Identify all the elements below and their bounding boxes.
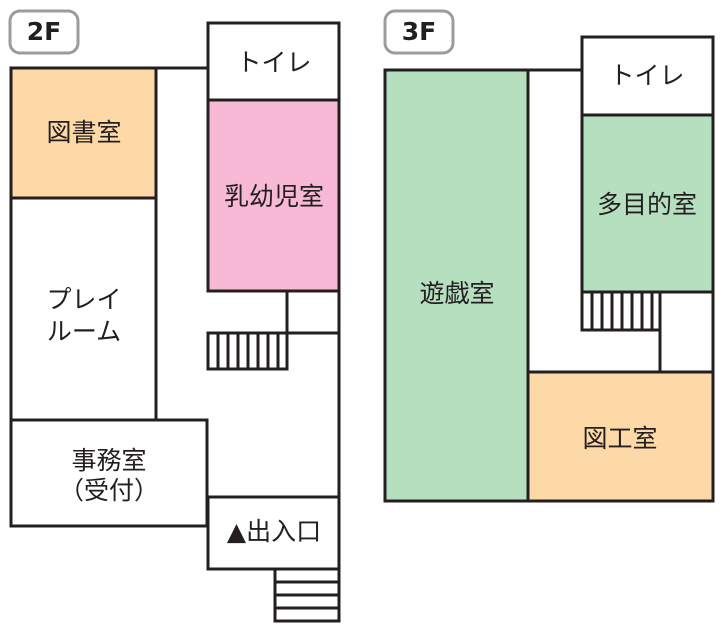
office-label-line1: 事務室 bbox=[71, 446, 146, 475]
stairs-2f-upper bbox=[206, 331, 289, 371]
outer-wall-3f bbox=[526, 68, 715, 501]
toilet-room-3f bbox=[580, 35, 715, 117]
library-room bbox=[9, 66, 158, 200]
entrance-label: ▲出入口 bbox=[227, 517, 321, 546]
library-label: 図書室 bbox=[46, 118, 121, 147]
playroom-label-line2: ルーム bbox=[47, 317, 121, 346]
office-label-line2: （受付） bbox=[59, 476, 159, 505]
outer-wall-2f bbox=[9, 66, 341, 526]
playroom-label-3f: 遊戯室 bbox=[419, 279, 494, 308]
workshop-label: 図工室 bbox=[582, 424, 657, 453]
stairs-3f bbox=[580, 290, 662, 332]
toilet-room-2f bbox=[206, 21, 341, 102]
toilet-label-3f: トイレ bbox=[609, 61, 684, 90]
floor-3f: 3F 遊戯室 トイレ 多目的室 図工室 bbox=[383, 9, 715, 503]
playroom-3f bbox=[383, 68, 530, 503]
floor-2f: 2F 図書室 トイレ 乳幼児 bbox=[8, 9, 341, 623]
stairs-2f-entrance bbox=[273, 567, 341, 623]
workshop-room bbox=[526, 370, 715, 503]
floor-label-2f: 2F bbox=[27, 17, 61, 46]
office-room bbox=[9, 418, 209, 528]
toilet-label-2f: トイレ bbox=[236, 48, 311, 77]
floor-label-3f: 3F bbox=[402, 17, 436, 46]
playroom-label-line1: プレイ bbox=[46, 285, 121, 314]
multipurpose-label: 多目的室 bbox=[597, 190, 697, 219]
nursery-room bbox=[206, 98, 341, 293]
floor-badge-2f: 2F bbox=[8, 9, 80, 55]
multipurpose-room bbox=[580, 113, 715, 294]
nursery-label: 乳幼児室 bbox=[224, 182, 324, 211]
floor-badge-3f: 3F bbox=[383, 9, 455, 55]
